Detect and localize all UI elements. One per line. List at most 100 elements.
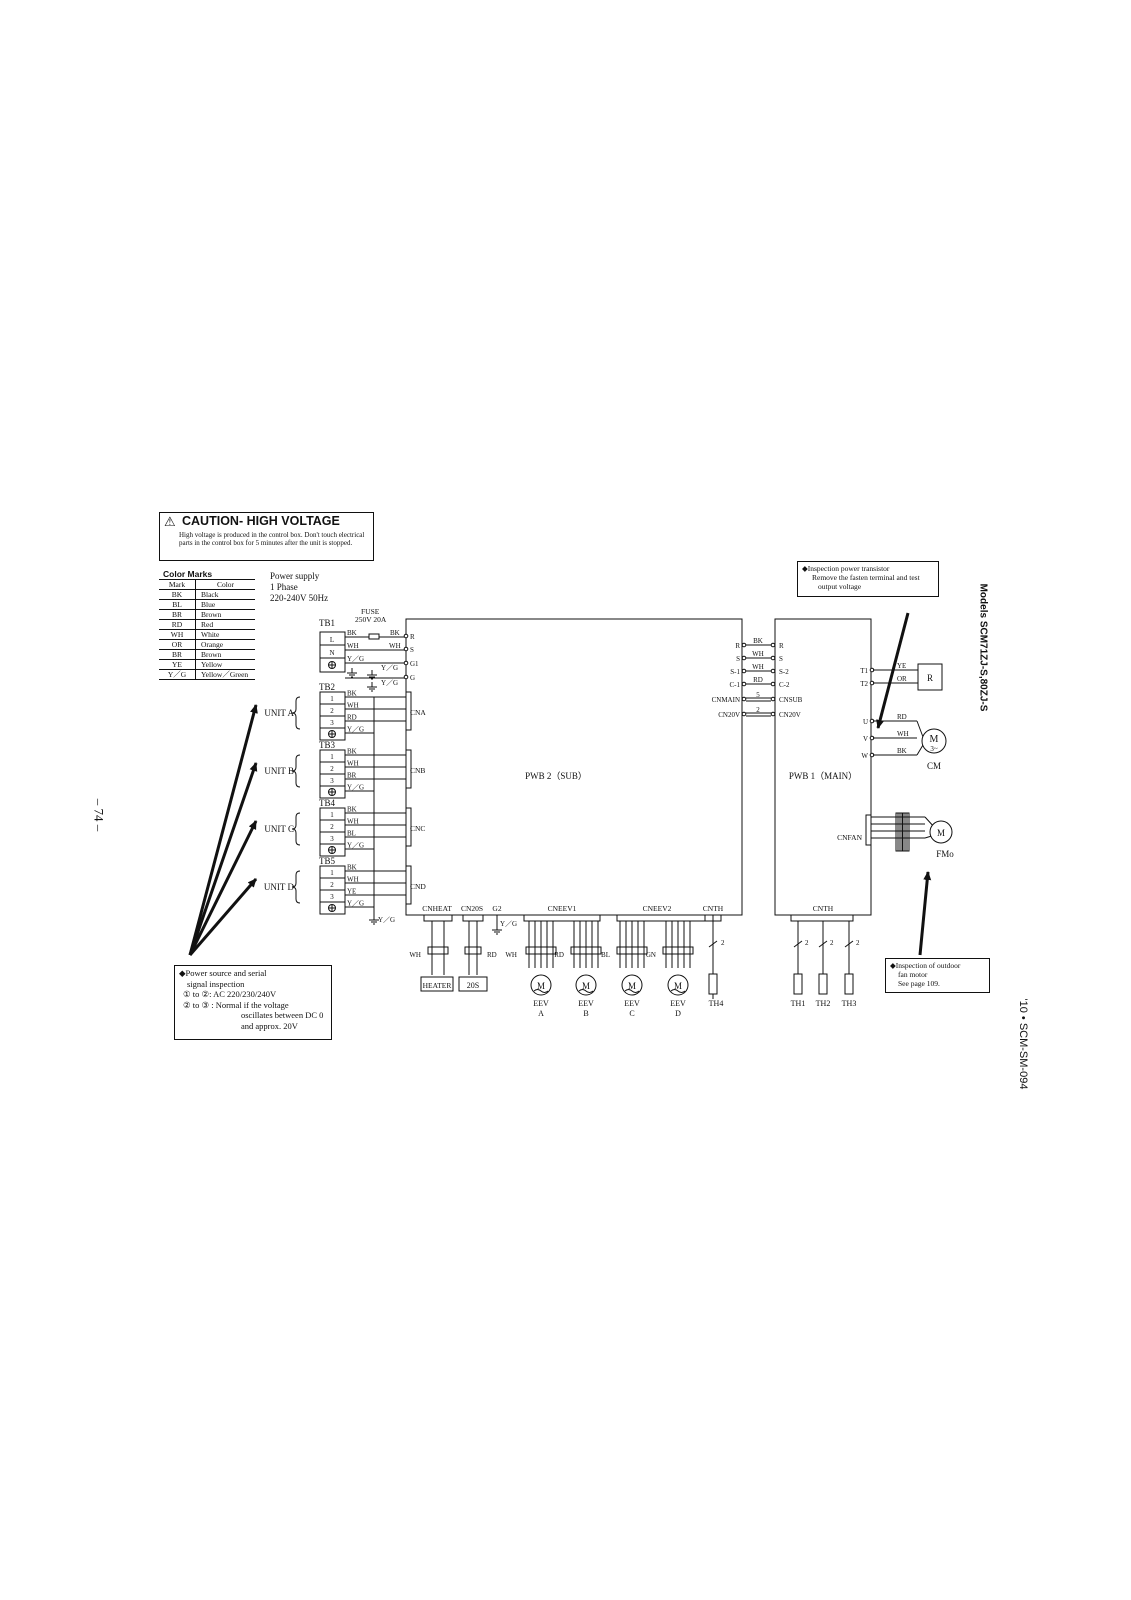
tb1-wire-label: BK [347,629,357,637]
power-supply-voltage: 220-240V 50Hz [270,593,329,603]
fuse-rating: 250V 20A [355,615,387,624]
eev-sub-label: A [538,1009,544,1018]
pin-dot [770,668,776,674]
thermistor-wire-count: 2 [830,939,834,947]
bottom-connector-label: CNEEV1 [548,904,577,913]
unit-terminal-number: 3 [330,777,334,785]
color-mark-code: BR [159,609,196,620]
pwb2-power-pin: G [410,674,415,682]
thermistor-sensor [818,973,828,995]
note-inspection-fan-motor: ◆Inspection of outdoor fan motor See pag… [885,958,990,993]
eev-label: EEV [624,999,640,1008]
fan-connector-label: CNFAN [837,833,862,842]
eev-sub-label: C [629,1009,634,1018]
pwb1-main-label: PWB 1（MAIN） [789,771,857,781]
main-cnth-label: CNTH [813,904,834,913]
color-mark-color: Red [195,619,255,630]
unit-connector [405,807,412,847]
unit-terminal-number: 1 [330,811,334,819]
tb1-terminal-l: L [330,636,334,644]
inspection-arrow [188,704,258,956]
tb1-link-label: Y／G [381,679,398,687]
fan-label: FMo [936,849,954,859]
inter-board-wire-label: 2 [756,706,760,714]
unit-connector [405,749,412,789]
solenoid-wire-clip [464,946,482,955]
color-mark-code: WH [159,629,196,640]
unit-tb-label: TB4 [319,798,336,808]
compressor-label: CM [927,761,941,771]
unit-wire-color: WH [347,702,359,710]
bottom-connector-label: G2 [492,904,501,913]
color-mark-color: White [195,629,255,640]
th4-sensor [708,973,718,995]
pwb2-interconnect-pin: S [736,655,740,663]
thermistor-sensor [793,973,803,995]
eev-wire-clip [662,946,694,955]
unit-terminal-number: 3 [330,719,334,727]
eev-wire-color: GN [646,951,656,959]
inspection-arrow-fan [918,871,932,956]
power-supply-line: Power supply [270,571,320,581]
unit-wire-color: Y／G [347,784,364,792]
heater-wire-clip [427,946,449,955]
pin-dot [770,711,776,717]
compressor-wire-label: WH [897,730,909,738]
bottom-connector-label: CNHEAT [422,904,452,913]
color-mark-color: Yellow [195,659,255,670]
note-fan-line: ◆Inspection of outdoor [890,961,961,970]
note-ps-line: ② to ③ : Normal if the voltage [183,999,289,1010]
eev-label: EEV [533,999,549,1008]
note-ps-line: ① to ②: AC 220/230/240V [183,989,277,999]
color-marks-header-mark: Mark [159,579,196,590]
fan-motor-symbol [929,820,953,844]
pwb2-interconnect-pin: R [735,642,740,650]
reactor-pin: T2 [860,680,868,688]
color-mark-code: RD [159,619,196,630]
reactor-box [917,663,943,691]
bottom-connector-label: CN20S [461,904,483,913]
wire-count-slash [708,940,718,948]
color-mark-color: Yellow／Green [195,669,255,680]
eev-sub-label: D [675,1009,681,1018]
models-heading: Models SCM71ZJ-S,80ZJ-S [977,583,989,712]
fuse-label: FUSE [361,607,380,616]
pin-dot [770,681,776,687]
unit-tb-label: TB2 [319,682,335,692]
eev-wire-color: BL [601,951,610,959]
unit-terminal-number: 3 [330,893,334,901]
pin-dot [741,711,747,717]
fuse-element [368,633,380,640]
warning-triangle-icon: ⚠ [164,515,176,530]
unit-brace [291,754,301,788]
heater-box [420,976,454,992]
pwb2-interconnect-pin: S-1 [730,668,740,676]
pin-dot [770,642,776,648]
inter-board-wire-label: 5 [756,691,760,699]
pwb2-power-pin: S [410,646,414,654]
unit-terminal-number: 2 [330,707,334,715]
eev-motor-letter: M [537,981,545,991]
thermistor-label: TH1 [791,999,806,1008]
note-ps-line: and approx. 20V [241,1020,298,1031]
unit-wire-color: RD [347,714,357,722]
caution-text: High voltage is produced in the control … [179,531,365,547]
pin-dot [741,681,747,687]
compressor-pin: V [863,735,868,743]
pin-dot [770,655,776,661]
unit-tb-label: TB5 [319,856,336,866]
unit-wire-color: BK [347,864,357,872]
compressor-wire [916,720,924,738]
pwb2-interconnect-pin: CN20V [718,711,740,719]
unit-tb-label: TB3 [319,740,336,750]
unit-brace [291,696,301,730]
eev-wire-clip [616,946,648,955]
note-fan-line: fan motor [898,970,928,979]
unit-wire-color: Y／G [347,842,364,850]
eev-motor-letter: M [628,981,636,991]
pwb1-interconnect-pin: CNSUB [779,696,803,704]
unit-wire-color: Y／G [347,900,364,908]
